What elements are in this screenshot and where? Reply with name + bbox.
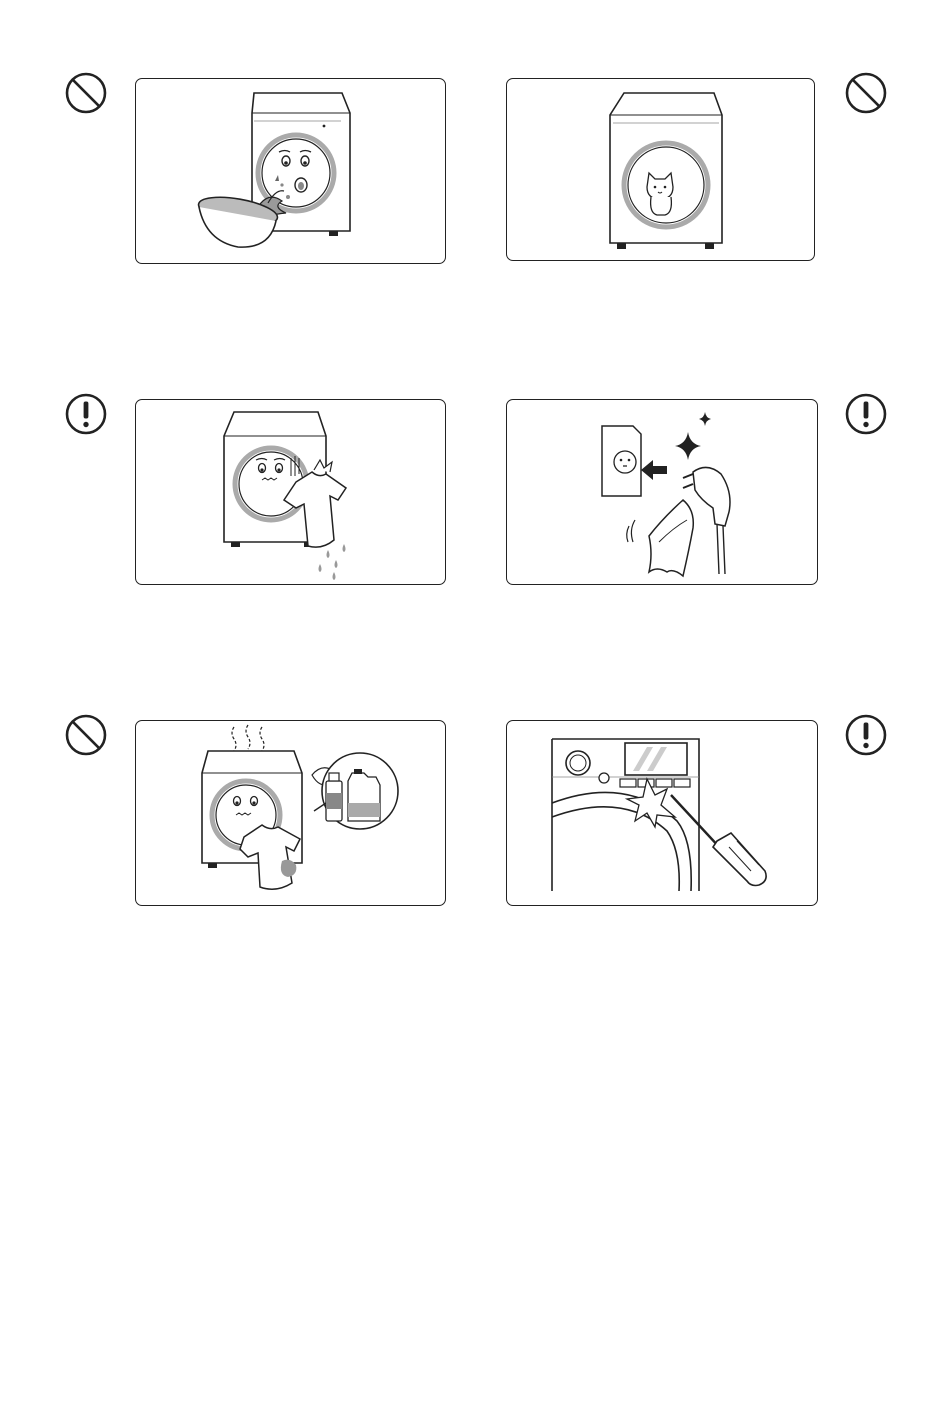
caution-icon	[844, 713, 888, 757]
panel-control-panel-screwdriver	[506, 720, 818, 906]
panel-washer-wet-shirt	[135, 399, 446, 585]
caution-icon	[64, 392, 108, 436]
panel-washer-chemicals	[135, 720, 446, 906]
prohibition-icon	[64, 713, 108, 757]
panel-clean-power-plug	[506, 399, 818, 585]
prohibition-icon	[64, 71, 108, 115]
panel-washer-water-splash	[135, 78, 446, 264]
panel-washer-cat	[506, 78, 815, 261]
prohibition-icon	[844, 71, 888, 115]
caution-icon	[844, 392, 888, 436]
